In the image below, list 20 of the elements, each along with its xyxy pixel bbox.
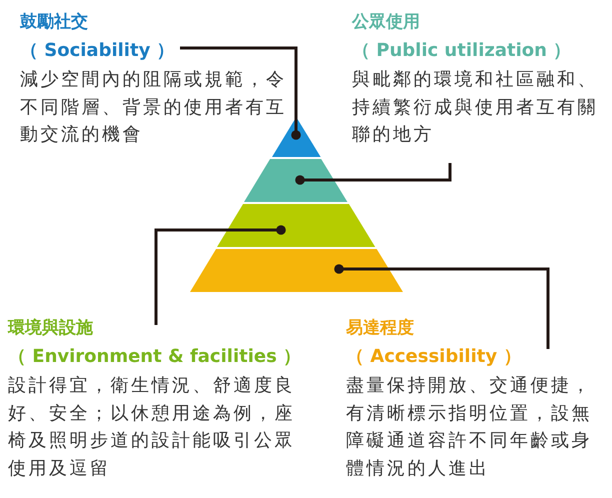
- leader-line: [295, 163, 452, 185]
- pyramid-tier: [272, 117, 320, 157]
- description: 設計得宜，衛生情況、舒適度良好、安全；以休憩用途為例，座椅及照明步道的設計能吸引公眾使用及逗留: [8, 374, 296, 480]
- description: 盡量保持開放、交通便捷，有清晰標示指明位置，設無障礙通道容許不同年齡或身體情況的人進出: [346, 374, 593, 480]
- english-subheading: （ Sociability ）: [20, 39, 176, 63]
- leader-line: [154, 225, 286, 325]
- description: 減少空間內的阻隔或規範，令不同階層、背景的使用者有互動交流的機會: [20, 68, 288, 147]
- heading: 鼓勵社交: [20, 11, 89, 34]
- heading: 公眾使用: [352, 11, 421, 34]
- pyramid-tier: [217, 204, 376, 247]
- description: 與毗鄰的環境和社區融和、持續繁衍成與使用者互有關聯的地方: [352, 68, 599, 147]
- heading: 環境與設施: [8, 317, 94, 340]
- heading: 易達程度: [346, 317, 415, 340]
- pyramid-tier: [190, 249, 403, 292]
- english-subheading: （ Accessibility ）: [346, 345, 522, 369]
- english-subheading: （ Public utilization ）: [352, 39, 572, 63]
- leader-line: [334, 264, 550, 349]
- leader-line: [180, 46, 301, 140]
- pyramid-tier: [244, 159, 348, 202]
- english-subheading: （ Environment & facilities ）: [8, 345, 302, 369]
